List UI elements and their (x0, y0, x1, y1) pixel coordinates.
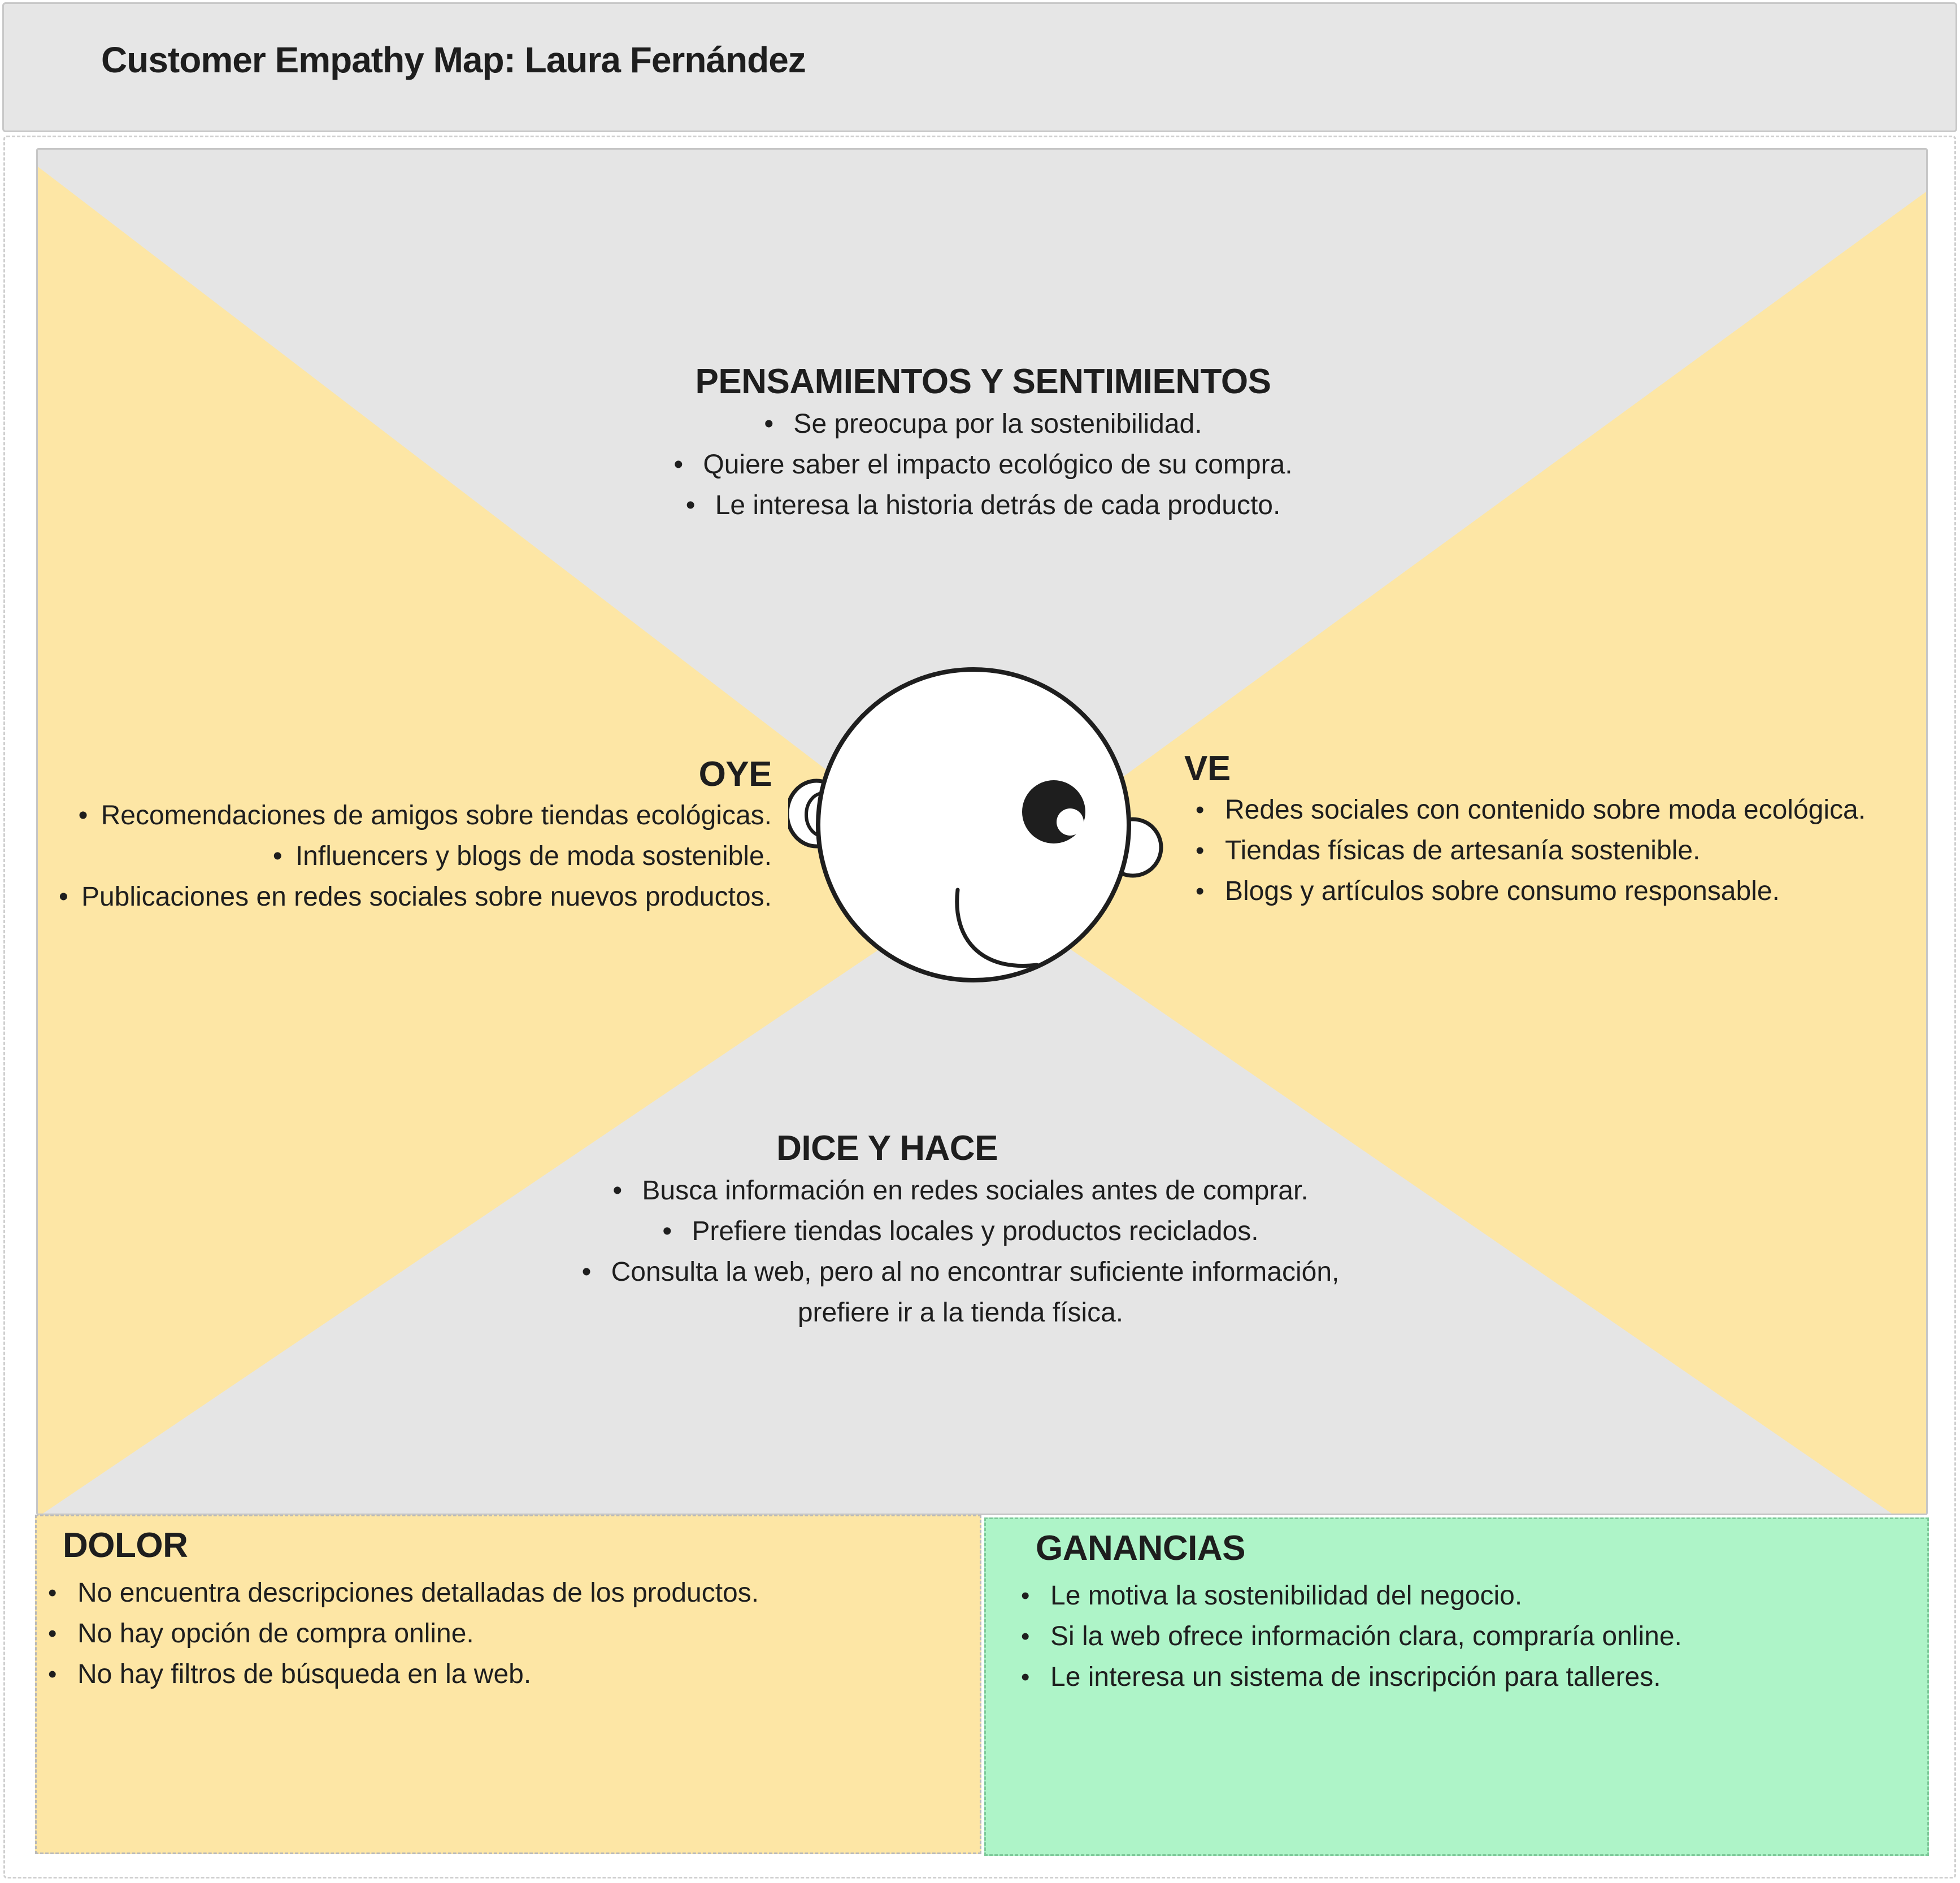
map-frame (3, 136, 1956, 1878)
list-item: Si la web ofrece información clara, comp… (1010, 1616, 1682, 1657)
list-item: Prefiere tiendas locales y productos rec… (542, 1211, 1379, 1252)
list-item-continuation: prefiere ir a la tienda física. (797, 1298, 1124, 1328)
pains-list: No encuentra descripciones detalladas de… (37, 1573, 759, 1695)
eye-highlight (1057, 808, 1084, 836)
smile-icon (955, 888, 1039, 968)
sees-section: VE Redes sociales con contenido sobre mo… (1184, 749, 1936, 912)
page-title: Customer Empathy Map: Laura Fernández (101, 40, 806, 80)
list-item: No hay opción de compra online. (37, 1614, 759, 1654)
sees-title: VE (1184, 749, 1231, 788)
list-item: No hay filtros de búsqueda en la web. (37, 1654, 759, 1695)
list-item: Le motiva la sostenibilidad del negocio. (1010, 1576, 1682, 1616)
gains-title: GANANCIAS (1036, 1529, 1245, 1568)
hears-list: Recomendaciones de amigos sobre tiendas … (34, 795, 772, 917)
list-item: No encuentra descripciones detalladas de… (37, 1573, 759, 1614)
list-item: Recomendaciones de amigos sobre tiendas … (34, 795, 772, 836)
list-item: Redes sociales con contenido sobre moda … (1184, 790, 1936, 830)
thinks-feels-list: Se preocupa por la sostenibilidad. Quier… (582, 404, 1384, 526)
list-item: Le interesa un sistema de inscripción pa… (1010, 1657, 1682, 1698)
face-circle (816, 667, 1131, 982)
list-item: Tiendas físicas de artesanía sostenible. (1184, 830, 1936, 871)
pains-box: DOLOR No encuentra descripciones detalla… (35, 1515, 981, 1854)
says-does-section: DICE Y HACE Busca información en redes s… (542, 1128, 1379, 1333)
list-item: Influencers y blogs de moda sostenible. (34, 836, 772, 877)
list-item: Se preocupa por la sostenibilidad. (582, 404, 1384, 445)
hears-section: OYE Recomendaciones de amigos sobre tien… (34, 754, 772, 917)
map-header: Customer Empathy Map: Laura Fernández (2, 2, 1957, 132)
list-item: Busca información en redes sociales ante… (542, 1171, 1379, 1211)
says-does-title: DICE Y HACE (776, 1129, 998, 1168)
list-item: Publicaciones en redes sociales sobre nu… (34, 877, 772, 917)
customer-head (785, 655, 1172, 997)
hears-title: OYE (698, 755, 772, 794)
list-item: Le interesa la historia detrás de cada p… (582, 485, 1384, 526)
list-item: Quiere saber el impacto ecológico de su … (582, 445, 1384, 485)
smiling-face-icon (785, 667, 1163, 982)
thinks-feels-title: PENSAMIENTOS Y SENTIMIENTOS (695, 362, 1271, 401)
sees-list: Redes sociales con contenido sobre moda … (1184, 790, 1936, 912)
gains-list: Le motiva la sostenibilidad del negocio.… (1010, 1576, 1682, 1698)
list-item: Blogs y artículos sobre consumo responsa… (1184, 871, 1936, 912)
says-does-list: Busca información en redes sociales ante… (542, 1171, 1379, 1333)
gains-box: GANANCIAS Le motiva la sostenibilidad de… (984, 1517, 1929, 1856)
list-item: Consulta la web, pero al no encontrar su… (542, 1252, 1379, 1293)
thinks-feels-section: PENSAMIENTOS Y SENTIMIENTOS Se preocupa … (582, 362, 1384, 526)
pains-title: DOLOR (63, 1526, 188, 1565)
